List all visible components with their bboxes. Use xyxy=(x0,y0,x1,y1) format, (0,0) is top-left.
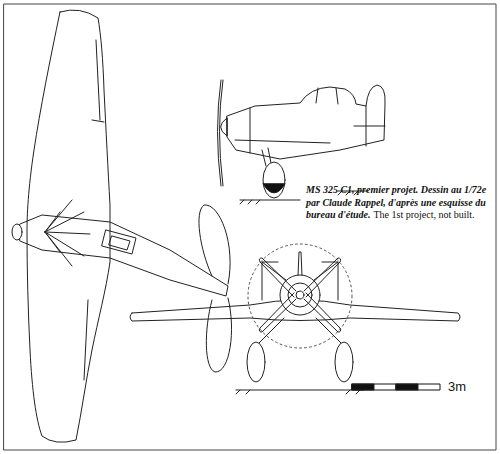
gear-legs-front xyxy=(258,318,342,344)
canopy-frame xyxy=(316,88,338,104)
engine-cylinders xyxy=(45,200,90,266)
propeller-blades xyxy=(259,258,340,332)
front-view xyxy=(130,244,460,394)
fuselage-plan xyxy=(20,215,228,296)
aileron-line xyxy=(84,40,104,380)
prop-disc xyxy=(248,244,352,348)
wing-plan xyxy=(27,10,110,442)
fin-front xyxy=(298,252,302,276)
caption-note: The 1st project, not built. xyxy=(373,209,474,220)
spinner xyxy=(12,224,22,240)
tyre xyxy=(263,184,285,193)
scale-bar xyxy=(352,384,440,390)
wing-side xyxy=(235,126,385,143)
propeller-side xyxy=(218,80,224,186)
scale-label: 3m xyxy=(448,379,466,394)
caption-block: MS 325 C1, premier projet. Dessin au 1/7… xyxy=(306,184,496,222)
tailplane-plan xyxy=(199,205,232,372)
spinner-front xyxy=(296,291,304,299)
spat-right xyxy=(335,342,353,382)
spinner-side xyxy=(221,118,228,136)
ground-line-front xyxy=(236,390,364,394)
spat-left xyxy=(247,342,265,382)
cowling-line xyxy=(250,106,366,153)
cockpit xyxy=(102,230,136,254)
frame xyxy=(4,4,496,450)
fuselage-side xyxy=(227,85,385,159)
plan-view xyxy=(12,10,232,442)
wheel-spat xyxy=(263,162,285,198)
